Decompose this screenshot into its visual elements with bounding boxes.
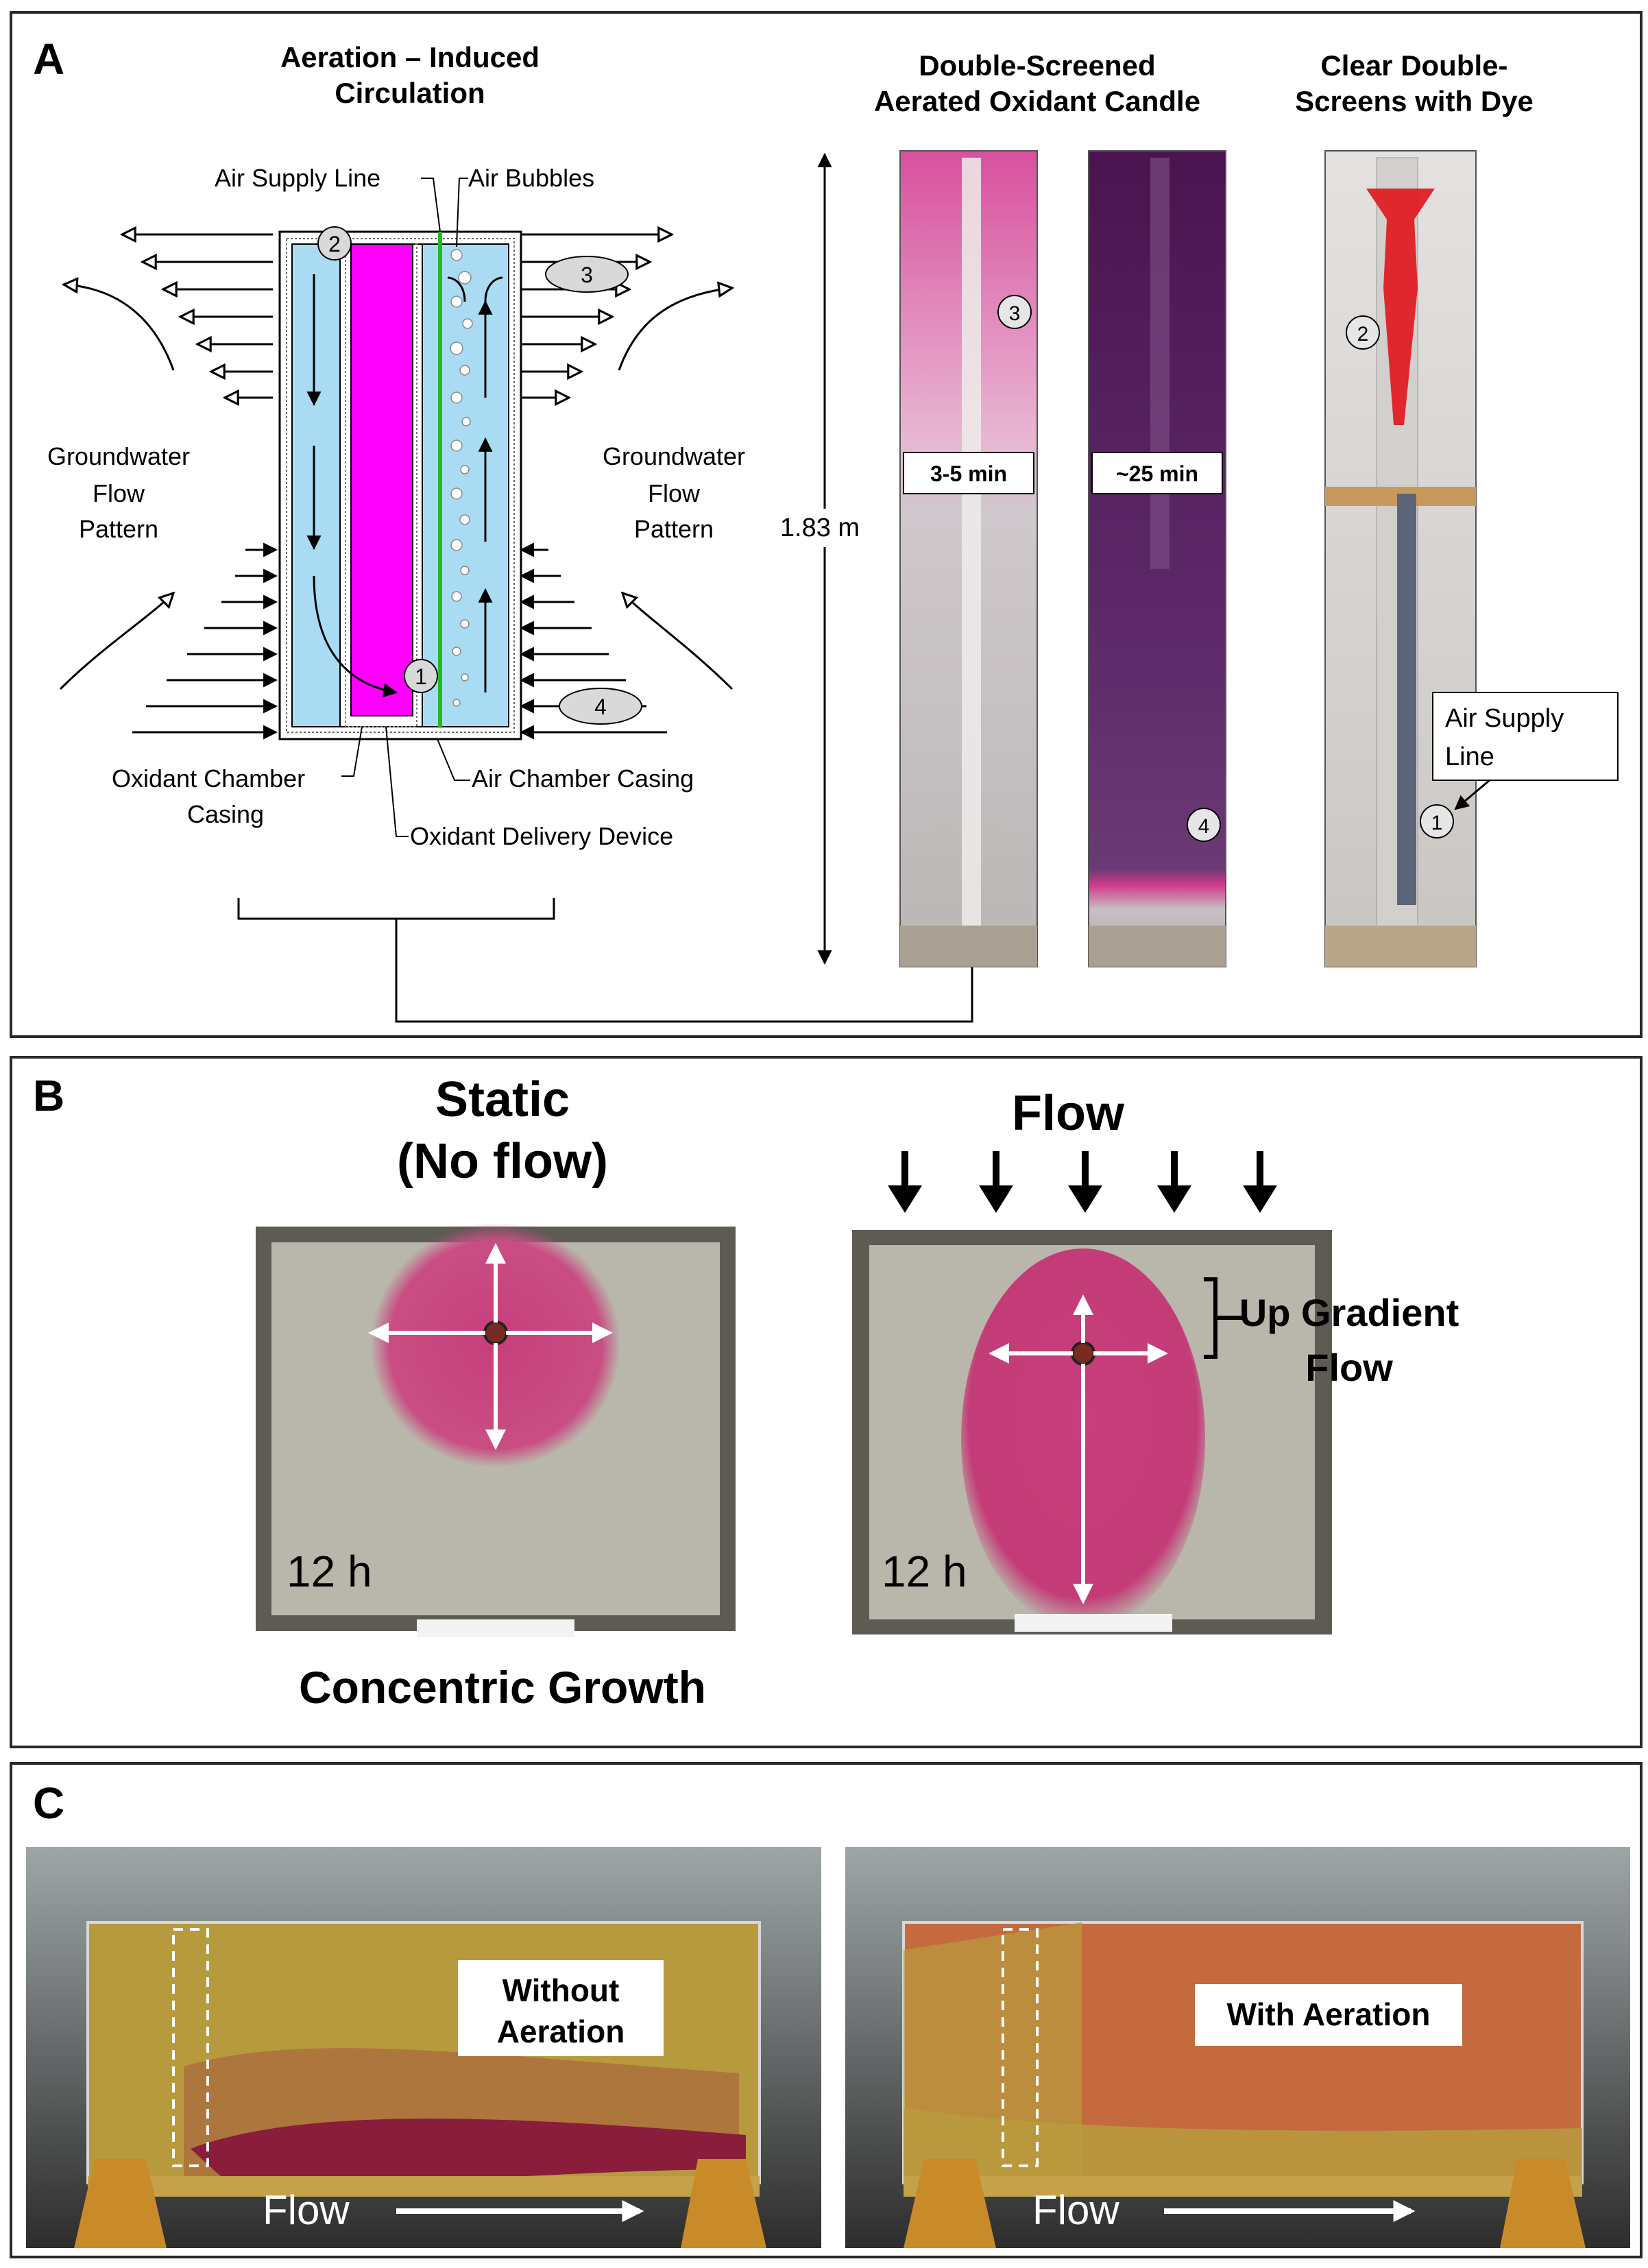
gw-left-line3: Pattern bbox=[79, 515, 158, 543]
left-lower-curve-arrow bbox=[59, 593, 173, 690]
up-gradient-line1: Up Gradient bbox=[1239, 1291, 1459, 1334]
label-air-supply-line: Air Supply Line bbox=[215, 164, 380, 192]
label-oxidant-chamber-line1: Oxidant Chamber bbox=[112, 764, 305, 793]
clear-title-line1: Clear Double- bbox=[1320, 49, 1507, 82]
right-lower-curve-arrow bbox=[622, 593, 734, 690]
panel-b-letter: B bbox=[33, 1071, 64, 1120]
panel-c-figure: C Without Aeration Flow With Aeration Fl… bbox=[26, 1778, 1630, 2248]
clear-screen-photo: 2 1 Air Supply Line bbox=[1324, 150, 1619, 967]
panel-c-letter: C bbox=[33, 1778, 64, 1828]
device-schematic bbox=[278, 230, 522, 740]
svg-text:2: 2 bbox=[328, 232, 341, 256]
tank-photo-with-aeration: With Aeration Flow bbox=[845, 1847, 1630, 2248]
static-time: 12 h bbox=[287, 1547, 372, 1596]
candle-marker-4: 4 bbox=[1198, 815, 1210, 838]
static-tank-photo: 12 h bbox=[256, 1223, 736, 1637]
panel-b-figure: B Static (No flow) 12 h Concentric Growt… bbox=[33, 1071, 1459, 1713]
air-bubbles bbox=[450, 249, 473, 707]
static-title-line1: Static bbox=[435, 1072, 570, 1127]
candle-time-1: 3-5 min bbox=[930, 461, 1007, 486]
flow-title: Flow bbox=[1012, 1086, 1125, 1141]
clear-marker-2: 2 bbox=[1357, 323, 1369, 346]
left-inflow-arrows bbox=[132, 542, 278, 740]
static-title-line2: (No flow) bbox=[397, 1134, 608, 1189]
tank-photo-without-aeration: Without Aeration Flow bbox=[26, 1847, 821, 2248]
candle-marker-3: 3 bbox=[1009, 302, 1021, 325]
left-upper-curve-arrow bbox=[64, 285, 175, 371]
panel-b: B Static (No flow) 12 h Concentric Growt… bbox=[10, 1056, 1643, 1748]
up-gradient-line2: Flow bbox=[1305, 1346, 1393, 1389]
schematic-bracket bbox=[237, 898, 986, 1023]
svg-text:3: 3 bbox=[581, 263, 593, 287]
clear-callout-line2: Line bbox=[1445, 743, 1494, 771]
clear-marker-1: 1 bbox=[1431, 812, 1443, 834]
right-upper-curve-arrow bbox=[618, 288, 732, 371]
with-aeration-label: With Aeration bbox=[1227, 1996, 1431, 2032]
candle-photo-25-min: ~25 min 4 bbox=[1088, 150, 1226, 967]
left-flow-label: Flow bbox=[263, 2187, 350, 2233]
panel-a: A Aeration – Induced Circulation bbox=[10, 11, 1643, 1038]
right-flow-label: Flow bbox=[1032, 2187, 1119, 2233]
candle-photo-3-5-min: 3-5 min 3 bbox=[899, 150, 1038, 967]
panel-a-figure: A Aeration – Induced Circulation bbox=[33, 34, 1619, 1023]
candle-title-line1: Double-Screened bbox=[919, 49, 1155, 82]
schematic-marker-4: 4 bbox=[559, 688, 642, 725]
height-label: 1.83 m bbox=[780, 514, 860, 542]
oxidant-rod bbox=[350, 243, 413, 716]
without-aeration-line1: Without bbox=[502, 1973, 620, 2008]
clear-title-line2: Screens with Dye bbox=[1295, 85, 1534, 117]
label-air-chamber-casing: Air Chamber Casing bbox=[472, 764, 694, 793]
panel-c: C Without Aeration Flow With Aeration Fl… bbox=[10, 1762, 1643, 2258]
schematic-title-line1: Aeration – Induced bbox=[280, 41, 540, 73]
flow-tank-photo: 12 h bbox=[852, 1230, 1332, 1634]
schematic-marker-1: 1 bbox=[404, 659, 438, 693]
gw-right-line3: Pattern bbox=[634, 515, 714, 543]
flow-direction-arrows bbox=[888, 1151, 1277, 1213]
label-air-bubbles: Air Bubbles bbox=[468, 164, 594, 192]
gw-right-line2: Flow bbox=[648, 479, 701, 507]
panel-a-letter: A bbox=[33, 34, 64, 84]
schematic-title-line2: Circulation bbox=[335, 77, 485, 109]
clear-callout-line1: Air Supply bbox=[1445, 704, 1564, 733]
schematic-marker-3: 3 bbox=[545, 256, 629, 293]
gw-left-line1: Groundwater bbox=[47, 442, 190, 470]
gw-left-line2: Flow bbox=[93, 479, 145, 507]
static-caption: Concentric Growth bbox=[299, 1662, 706, 1713]
svg-text:1: 1 bbox=[415, 664, 427, 689]
candle-title-line2: Aerated Oxidant Candle bbox=[874, 85, 1200, 117]
gw-right-line1: Groundwater bbox=[603, 442, 745, 470]
up-gradient-bracket bbox=[1204, 1277, 1243, 1359]
without-aeration-line2: Aeration bbox=[497, 2014, 625, 2049]
label-oxidant-chamber-line2: Casing bbox=[187, 800, 264, 828]
label-oxidant-delivery-device: Oxidant Delivery Device bbox=[410, 822, 673, 850]
left-outflow-arrows bbox=[122, 234, 273, 398]
svg-text:4: 4 bbox=[594, 695, 607, 719]
flow-time: 12 h bbox=[882, 1547, 967, 1596]
candle-time-2: ~25 min bbox=[1116, 461, 1198, 486]
schematic-marker-2: 2 bbox=[317, 226, 352, 261]
